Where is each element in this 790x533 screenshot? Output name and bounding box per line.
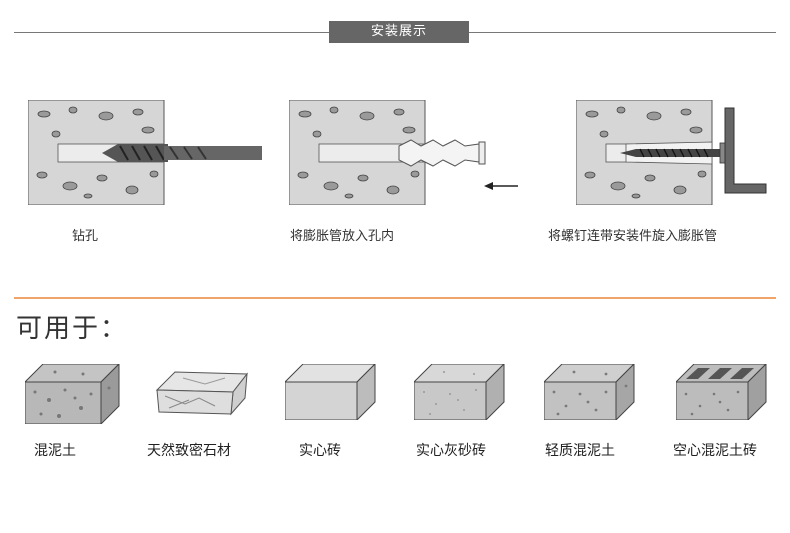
- step-label-insert: 将膨胀管放入孔内: [290, 229, 395, 244]
- natural-stone-icon: [155, 371, 249, 416]
- material-label-sand-lime-brick: 实心灰砂砖: [416, 443, 486, 459]
- material-label-concrete: 混泥土: [34, 443, 76, 459]
- material-label-lightweight-concrete: 轻质混泥土: [545, 443, 615, 459]
- material-label-solid-brick: 实心砖: [299, 443, 341, 459]
- concrete-block-icon: [25, 364, 120, 424]
- insert-anchor-illustration: [289, 100, 486, 205]
- screw-fixture-illustration: [576, 100, 767, 205]
- lightweight-concrete-icon: [544, 364, 635, 420]
- arrow-left-icon: [484, 182, 518, 190]
- hollow-concrete-brick-icon: [676, 364, 767, 420]
- material-label-natural-stone: 天然致密石材: [147, 443, 231, 459]
- drilling-illustration: [28, 100, 262, 205]
- sand-lime-brick-icon: [414, 364, 505, 420]
- step-label-screw: 将螺钉连带安装件旋入膨胀管: [548, 229, 718, 244]
- section-divider: [14, 297, 776, 299]
- header-rule-left: [14, 32, 329, 33]
- header-rule-right: [469, 32, 776, 33]
- usage-title: 可用于：: [16, 314, 129, 344]
- solid-brick-icon: [285, 364, 376, 420]
- material-label-hollow-concrete-brick: 空心混泥土砖: [673, 443, 757, 459]
- step-label-drill: 钻孔: [72, 229, 99, 244]
- section-banner: 安装展示: [329, 21, 469, 43]
